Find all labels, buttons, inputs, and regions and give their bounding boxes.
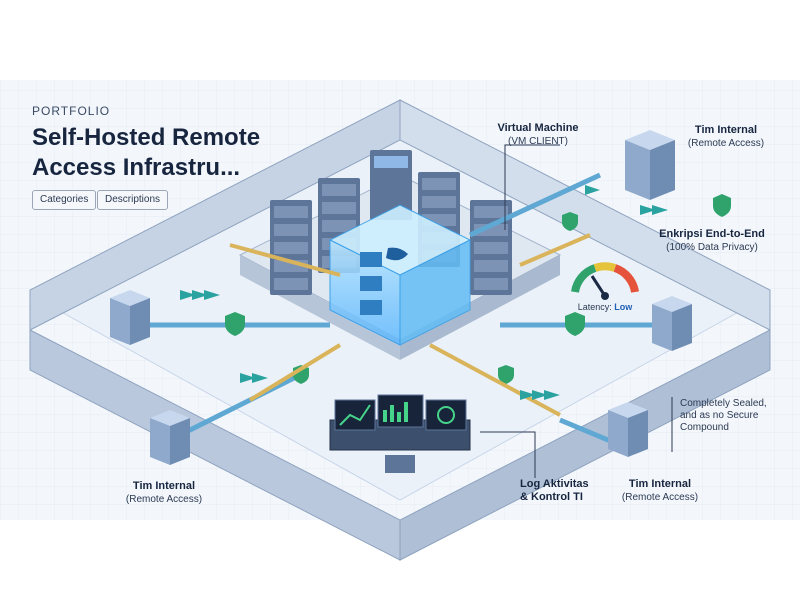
latency-value: Low xyxy=(614,302,633,312)
encryption-sub: (100% Data Privacy) xyxy=(666,242,758,253)
vm-label-title: Virtual Machine xyxy=(497,122,579,134)
tim-right-title: Tim Internal xyxy=(628,478,692,490)
descriptions-chip[interactable]: Descriptions xyxy=(97,190,169,210)
tim-top-sub: (Remote Access) xyxy=(687,138,765,149)
gauge-icon xyxy=(571,262,639,300)
page-title-line2: Access Infrastru... xyxy=(32,154,241,181)
monitor-icon xyxy=(329,394,471,473)
categories-chip[interactable]: Categories xyxy=(32,190,97,210)
callout-lines xyxy=(480,144,673,478)
tim-left-sub: (Remote Access) xyxy=(125,494,203,505)
tim-right-sub: (Remote Access) xyxy=(621,492,699,503)
log-title: Log Aktivitas xyxy=(520,478,589,490)
tim-top-title: Tim Internal xyxy=(694,124,758,136)
latency-readout: Latency: Low xyxy=(578,302,633,312)
page-title-line1: Self-Hosted Remote xyxy=(32,124,261,151)
building-icon xyxy=(110,130,692,465)
vm-client-cube xyxy=(328,204,472,346)
vm-label-sub: (VM CLIENT) xyxy=(508,136,568,147)
compound-walls xyxy=(29,99,771,561)
encryption-title: Enkripsi End-to-End xyxy=(659,228,765,240)
data-flow-arrows xyxy=(180,185,668,417)
docker-whale-icon xyxy=(386,247,408,261)
log-title-2: & Kontrol TI xyxy=(520,491,583,503)
latency-label: Latency: xyxy=(577,302,615,312)
portfolio-kicker: PORTFOLIO xyxy=(32,104,111,118)
secure-links xyxy=(150,172,660,448)
sealed-note: Completely Sealed, and as no Secure Comp… xyxy=(680,398,767,433)
tim-left-title: Tim Internal xyxy=(132,480,196,492)
